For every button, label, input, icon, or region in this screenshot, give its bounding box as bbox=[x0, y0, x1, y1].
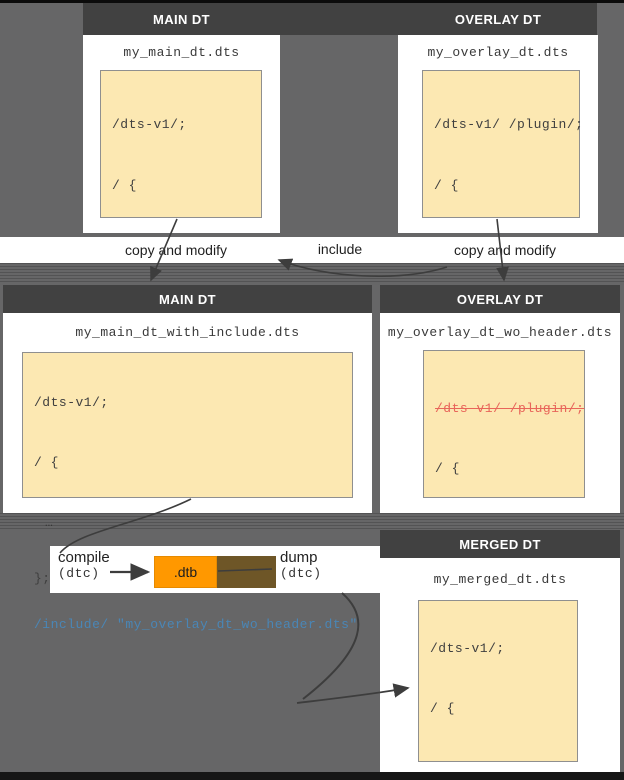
code-line: / { bbox=[435, 461, 460, 476]
top-overlay-dt-header: OVERLAY DT bbox=[454, 11, 542, 27]
flow-label-band bbox=[0, 237, 624, 263]
code-line: … bbox=[446, 521, 455, 536]
merged-dt-code: /dts-v1/; / { … … }; bbox=[418, 600, 578, 780]
mid-main-dt-filename: my_main_dt_with_include.dts bbox=[75, 325, 300, 340]
code-line: /dts-v1/ /plugin/; bbox=[434, 117, 584, 132]
include-label: include bbox=[317, 241, 363, 257]
bottom-border-bar bbox=[0, 772, 624, 780]
top-main-dt-code: /dts-v1/; / { … }; bbox=[100, 70, 262, 315]
dump-label: dump bbox=[280, 549, 318, 566]
streak-texture-band bbox=[0, 263, 624, 283]
mid-overlay-dt-header: OVERLAY DT bbox=[380, 285, 620, 313]
compile-label-group: compile (dtc) bbox=[58, 549, 110, 581]
code-line: /dts-v1/; bbox=[112, 117, 187, 132]
strikethrough-code-line: /dts-v1/ /plugin/; bbox=[435, 401, 585, 416]
top-overlay-dt-code: /dts-v1/ /plugin/; / { … }; bbox=[422, 70, 584, 315]
code-line: / { bbox=[434, 178, 459, 193]
copy-and-modify-right-label: copy and modify bbox=[454, 242, 556, 258]
dump-tool-label: (dtc) bbox=[280, 566, 322, 581]
brown-shadow-block bbox=[217, 556, 276, 588]
top-overlay-dt-filename: my_overlay_dt.dts bbox=[427, 45, 569, 60]
mid-main-dt-header: MAIN DT bbox=[3, 285, 372, 313]
code-line: /dts-v1/; bbox=[430, 641, 505, 656]
code-line: /dts-v1/; bbox=[34, 395, 109, 410]
compile-label: compile bbox=[58, 549, 110, 566]
code-line: }; bbox=[34, 571, 51, 586]
mid-overlay-dt-filename: my_overlay_dt_wo_header.dts bbox=[387, 325, 613, 340]
top-main-dt-filename: my_main_dt.dts bbox=[123, 45, 240, 60]
copy-and-modify-left-label: copy and modify bbox=[125, 242, 227, 258]
code-line: / { bbox=[430, 701, 455, 716]
top-main-dt-header: MAIN DT bbox=[153, 11, 210, 27]
code-line: … bbox=[45, 515, 54, 530]
merged-dt-filename: my_merged_dt.dts bbox=[433, 572, 567, 587]
top-header-band bbox=[83, 3, 597, 35]
compile-tool-label: (dtc) bbox=[58, 566, 100, 581]
streak-texture-band bbox=[0, 513, 624, 530]
code-line: / { bbox=[112, 178, 137, 193]
top-border-bar bbox=[0, 0, 624, 3]
mid-main-dt-code: /dts-v1/; / { … }; /include/ "my_overlay… bbox=[22, 352, 357, 632]
dtb-file-box: .dtb bbox=[154, 556, 217, 588]
mid-overlay-dt-code: /dts-v1/ /plugin/; / { … }; bbox=[423, 350, 585, 596]
code-line: / { bbox=[34, 455, 59, 470]
dump-label-group: dump (dtc) bbox=[280, 549, 322, 581]
merged-dt-header: MERGED DT bbox=[380, 530, 620, 558]
include-code-line: /include/ "my_overlay_dt_wo_header.dts" bbox=[34, 617, 358, 632]
